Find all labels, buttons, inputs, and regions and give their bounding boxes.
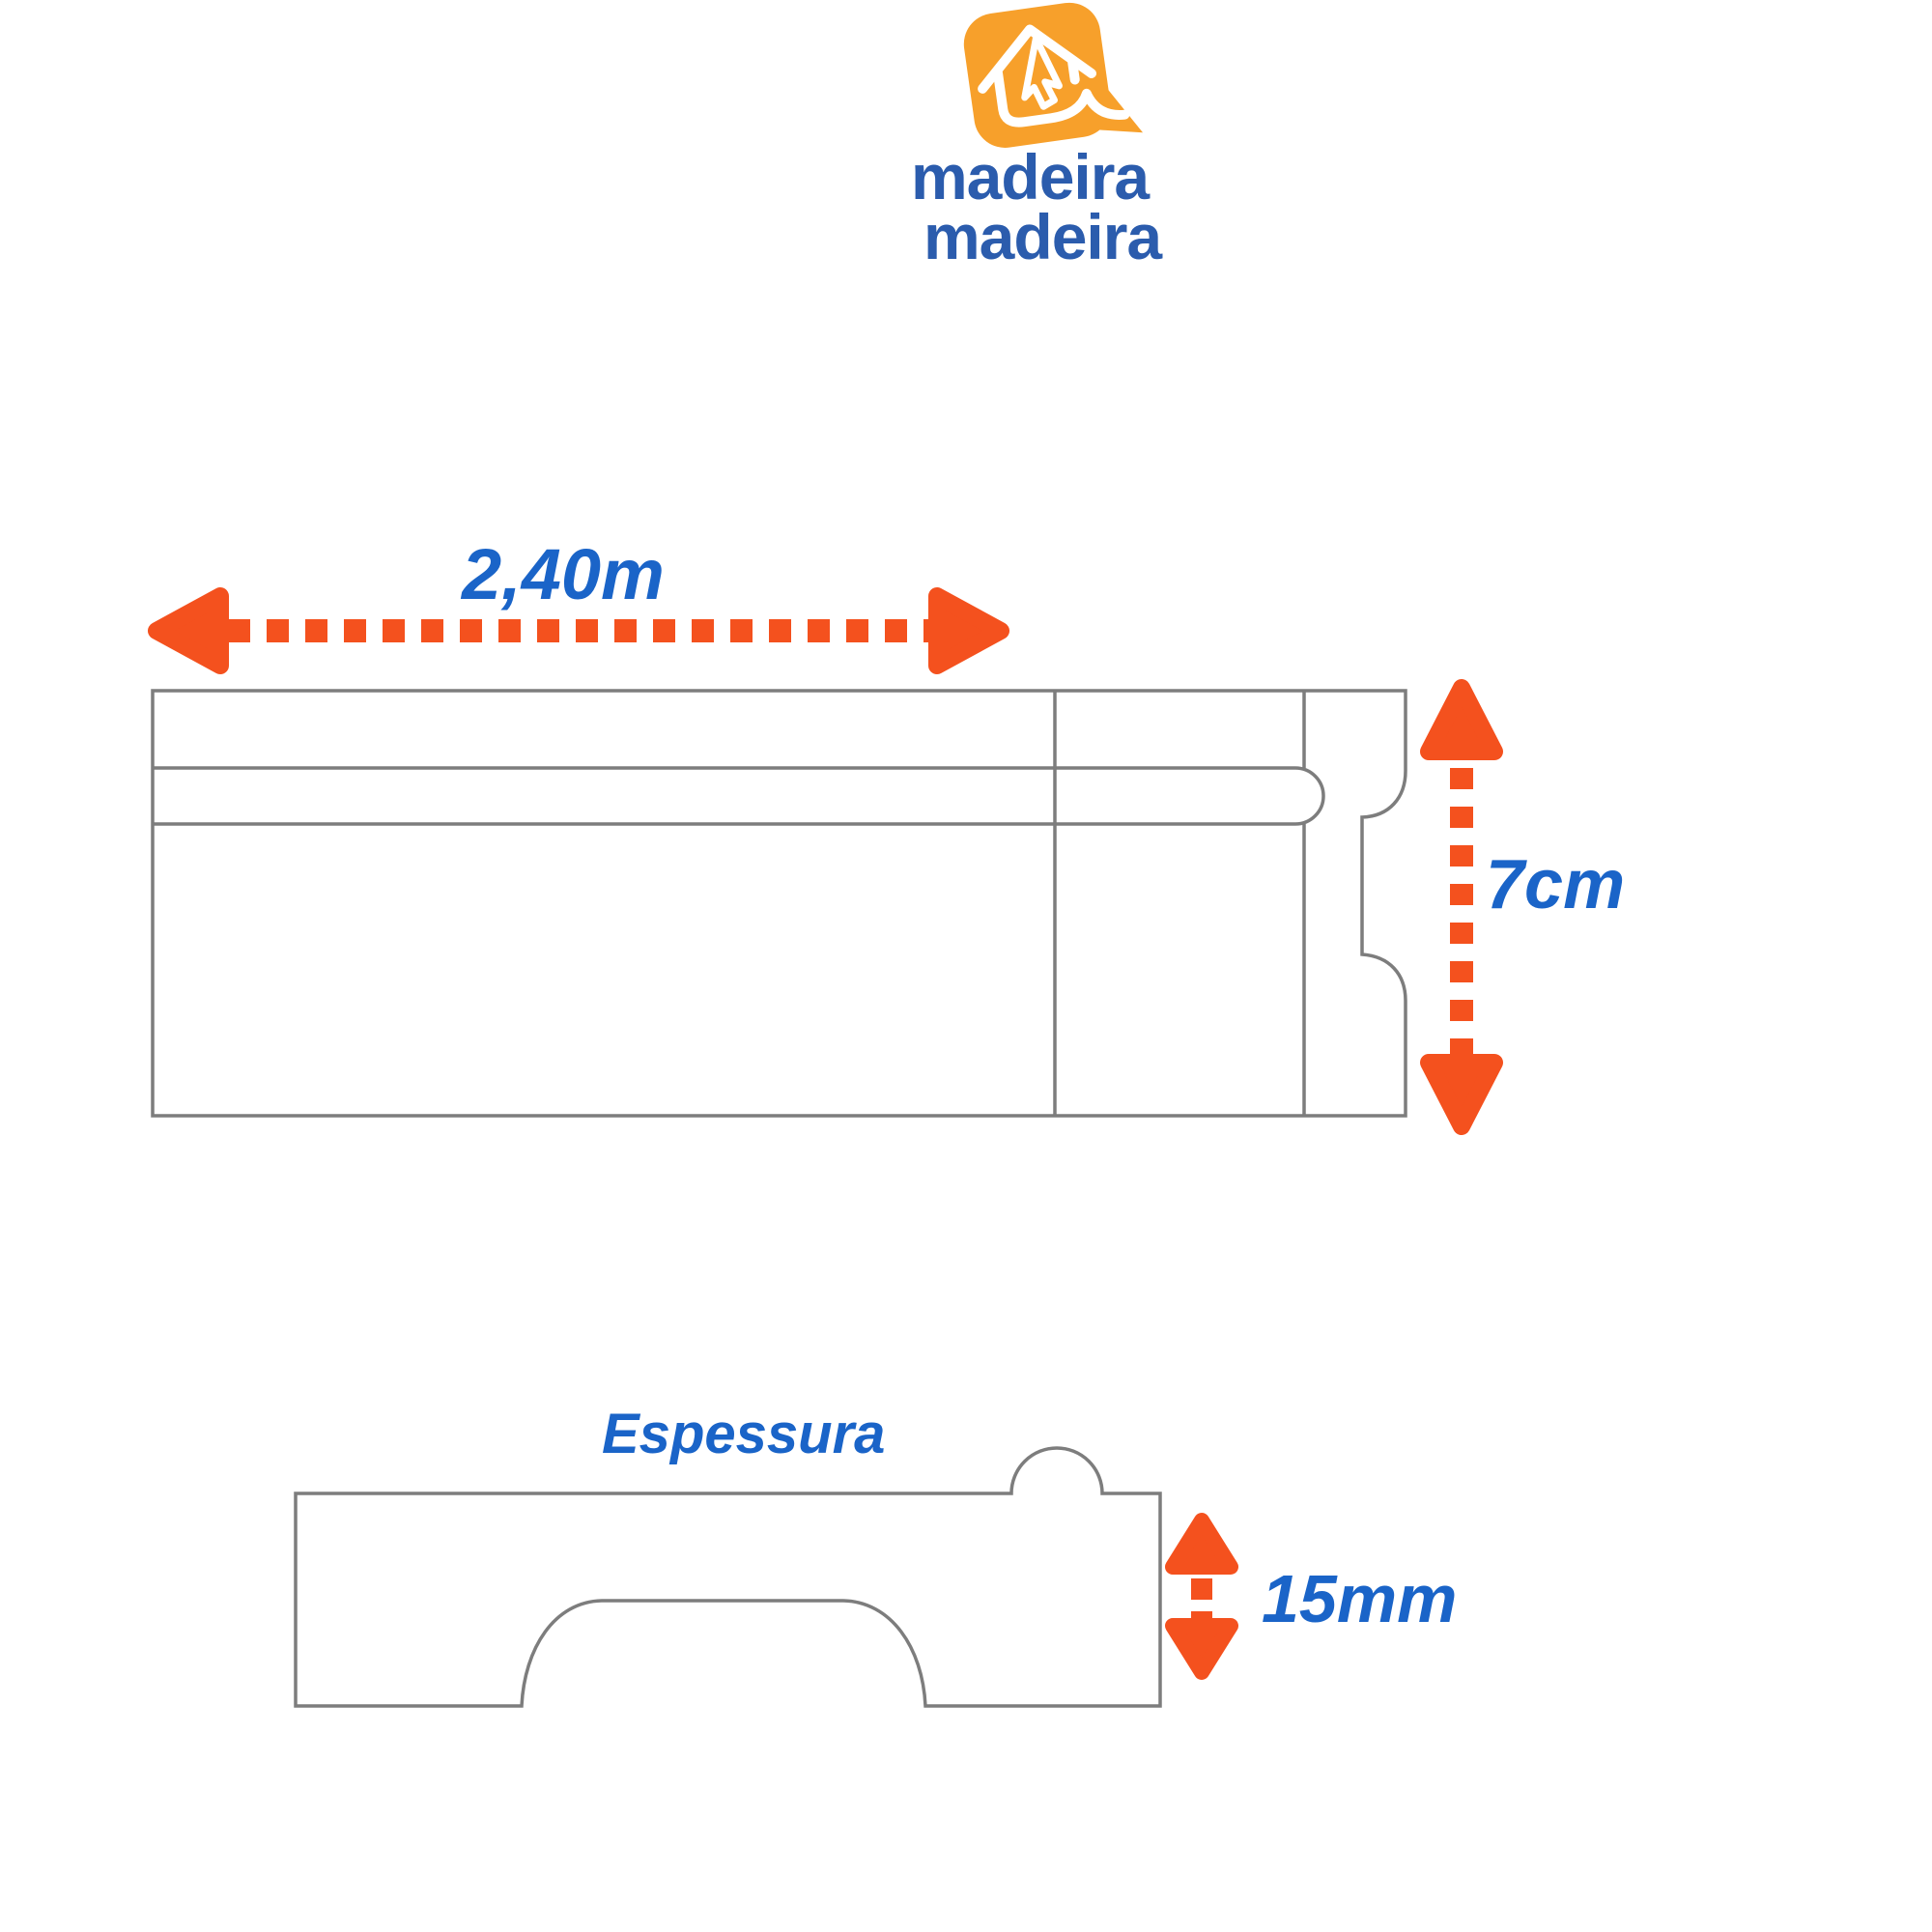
thickness-section-title: Espessura — [602, 1403, 886, 1465]
logo-house-right-wall — [1067, 57, 1080, 85]
board-groove-band — [153, 766, 1325, 826]
board-profile-view-drawing — [294, 1446, 1162, 1708]
logo-wordmark-line2: madeira — [923, 201, 1162, 272]
board-outline-with-finger-notch — [151, 689, 1407, 1118]
length-arrow-left-head — [148, 587, 229, 674]
height-arrow-top-head — [1420, 679, 1503, 760]
logo-house-left-wall — [992, 68, 1092, 128]
thickness-dimension-arrow — [1165, 1513, 1238, 1680]
thickness-dimension-label: 15mm — [1262, 1561, 1458, 1636]
logo-swoosh — [1081, 88, 1130, 120]
length-dimension-arrow — [148, 587, 1009, 674]
height-dimension-arrow — [1420, 679, 1503, 1135]
house-cursor-icon — [963, 2, 1144, 148]
height-arrow-bottom-head — [1420, 1054, 1503, 1135]
length-dimension-label: 2,40m — [462, 534, 665, 614]
height-dimension-label: 7cm — [1486, 846, 1626, 923]
logo-wordmark-line1: madeira — [911, 141, 1150, 213]
board-front-view-drawing — [151, 689, 1407, 1118]
thickness-arrow-top-head — [1165, 1513, 1238, 1575]
profile-outline-with-arch — [294, 1446, 1162, 1708]
length-arrow-right-head — [928, 587, 1009, 674]
thickness-arrow-bottom-head — [1165, 1618, 1238, 1680]
logo-cursor-arrow — [1021, 35, 1063, 110]
